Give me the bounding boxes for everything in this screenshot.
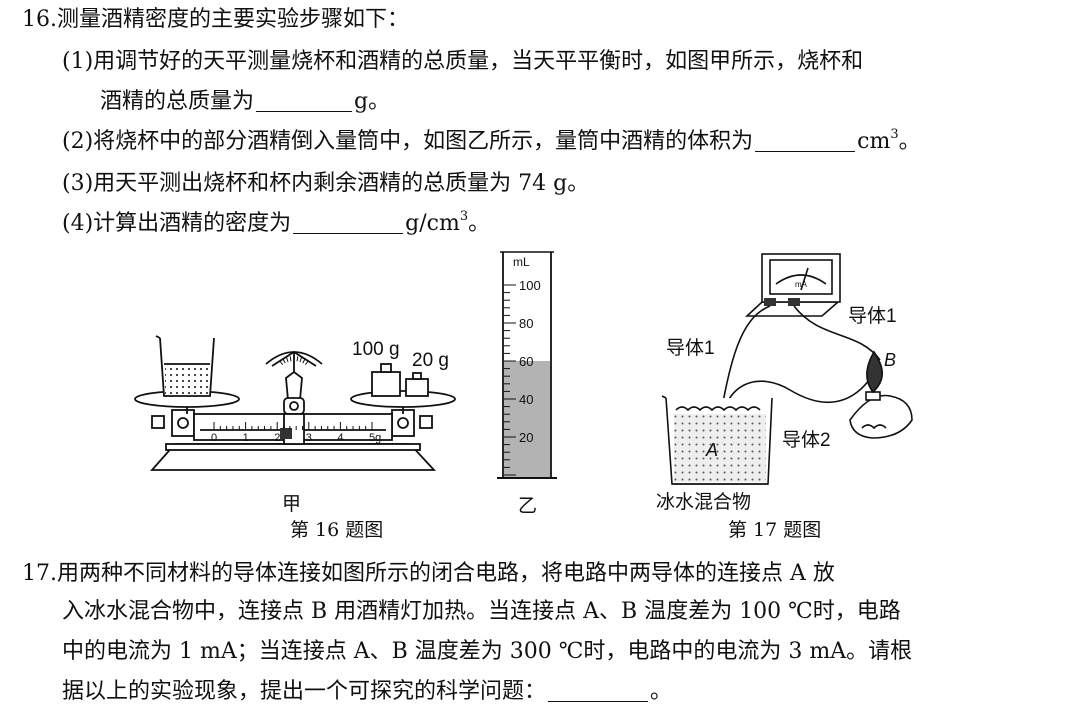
cylinder-unit: mL (513, 255, 530, 269)
cylinder-tick-label: 60 (519, 354, 533, 369)
dial-tick (282, 358, 286, 364)
answer-blank-question[interactable] (548, 679, 649, 702)
q17-line4-end: 。 (650, 679, 673, 704)
dial-tick (302, 358, 306, 364)
dial-tick (289, 356, 292, 362)
conductor2-label: 导体2 (782, 429, 831, 451)
fig17-caption: 第 17 题图 (728, 519, 822, 541)
dial-tick (299, 357, 303, 363)
graduated-cylinder (497, 251, 557, 479)
point-b-label: B (884, 350, 896, 370)
thermocouple-figure (661, 253, 913, 485)
point-a-label: A (705, 440, 718, 460)
meter-unit-label: mA (795, 280, 808, 289)
q16-step4-exp: 3 (459, 209, 469, 224)
weight-100g-label: 100 g (352, 339, 400, 360)
q17-line1: 17.用两种不同材料的导体连接如图所示的闭合电路，将电路中两导体的连接点 A 放 (22, 561, 835, 586)
cylinder-tick-label: 80 (519, 316, 533, 331)
q17-line2: 入冰水混合物中，连接点 B 用酒精灯加热。当连接点 A、B 温度差为 100 ℃… (62, 599, 901, 624)
ice-water-mixture-label: 冰水混合物 (656, 491, 752, 513)
balance-figure (134, 335, 456, 471)
beam-scale-label: 1 (243, 432, 249, 444)
q16-step2: (2)将烧杯中的部分酒精倒入量筒中，如图乙所示，量筒中酒精的体积为 cm3。 (62, 128, 921, 156)
cylinder-tick-label: 100 (519, 278, 541, 293)
q16-step2-text: (2)将烧杯中的部分酒精倒入量筒中，如图乙所示，量筒中酒精的体积为 (62, 129, 754, 154)
weight-20g-label: 20 g (412, 350, 449, 371)
q16-step4-unit: g/cm (405, 211, 460, 236)
beam-scale-label: 5g (369, 432, 381, 444)
fig16-label-yi: 乙 (518, 495, 538, 517)
q16-step2-unit: cm (857, 129, 891, 154)
fig16-label-jia: 甲 (282, 493, 302, 515)
q17-line3: 中的电流为 1 mA；当连接点 A、B 温度差为 300 ℃时，电路中的电流为 … (62, 639, 913, 664)
q16-step4-text: (4)计算出酒精的密度为 (62, 211, 292, 236)
q16-step1-unit: g。 (354, 89, 391, 114)
q16-step2-exp: 3 (890, 127, 899, 142)
q17-line4-text: 据以上的实验现象，提出一个可探究的科学问题： (62, 679, 547, 704)
fig16-caption: 第 16 题图 (290, 519, 384, 541)
conductor1-left-label: 导体1 (666, 337, 715, 359)
answer-blank-mass[interactable] (256, 89, 353, 112)
q16-title: 16.测量酒精密度的主要实验步骤如下： (22, 7, 409, 32)
beam-scale-label: 4 (337, 432, 343, 444)
q17-line4: 据以上的实验现象，提出一个可探究的科学问题： 。 (62, 678, 672, 706)
answer-blank-density[interactable] (293, 211, 404, 234)
dial-tick (304, 360, 309, 366)
dial-tick (296, 356, 299, 362)
dial-tick (285, 357, 289, 363)
q16-step4: (4)计算出酒精的密度为 g/cm3。 (62, 210, 490, 238)
conductor1-right-label: 导体1 (848, 305, 897, 327)
beam-scale-label: 0 (211, 432, 217, 444)
cylinder-liquid (504, 361, 550, 477)
q16-step1-cont: 酒精的总质量为 g。 (100, 88, 390, 116)
q16-step1: (1)用调节好的天平测量烧杯和酒精的总质量，当天平平衡时，如图甲所示，烧杯和 (62, 49, 864, 74)
answer-blank-volume[interactable] (755, 129, 856, 152)
q16-step3: (3)用天平测出烧杯和杯内剩余酒精的总质量为 74 g。 (62, 171, 590, 196)
dial-tick (279, 360, 284, 366)
cylinder-tick-label: 20 (519, 430, 533, 445)
beam-scale-label: 2 (274, 432, 280, 444)
q16-step2-end: 。 (898, 129, 921, 154)
beam-scale-label: 3 (306, 432, 312, 444)
cylinder-tick-label: 40 (519, 392, 533, 407)
q16-step4-end: 。 (468, 211, 491, 236)
q16-step1-text: 酒精的总质量为 (100, 89, 255, 114)
